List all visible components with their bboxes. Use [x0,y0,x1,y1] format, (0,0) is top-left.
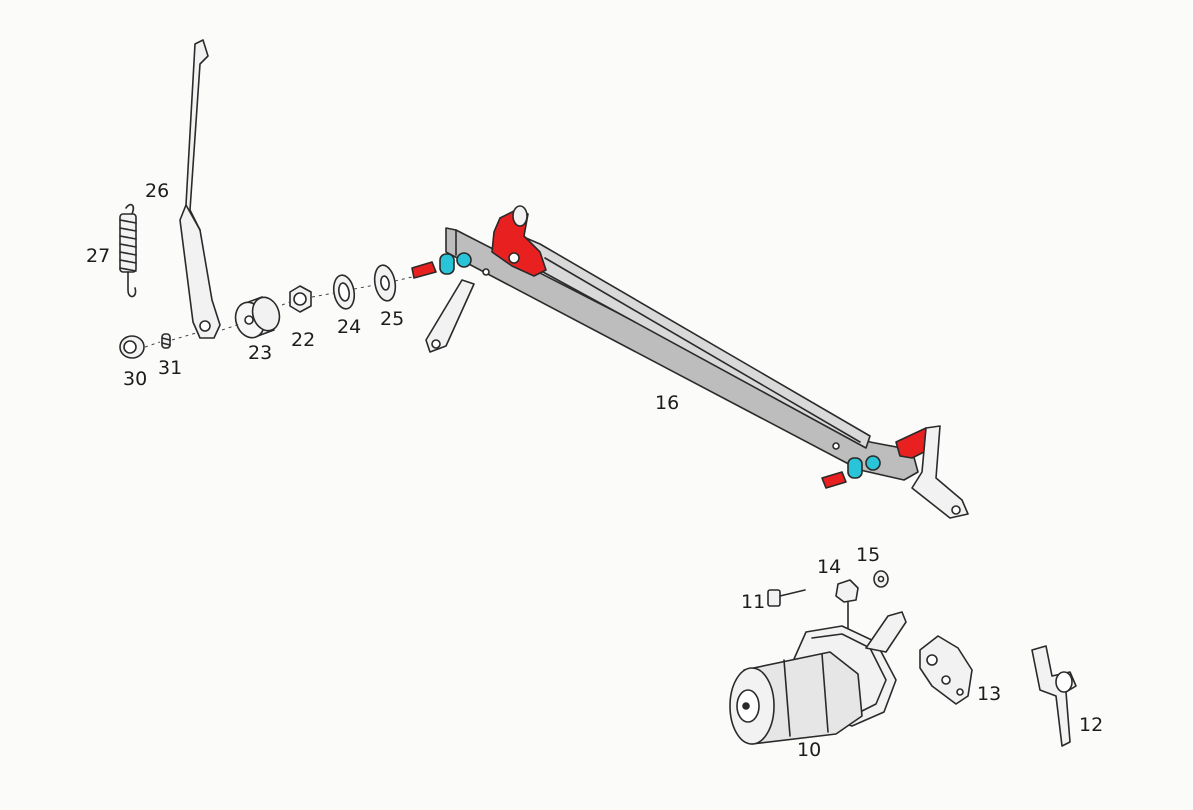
label-14: 14 [817,556,841,578]
label-27: 27 [86,245,110,267]
part-27-spring [119,203,137,298]
part-15-washer [873,570,889,588]
assembly-leader-left [144,276,413,348]
part-14-clip [835,579,859,635]
part-30-cap [119,335,145,359]
label-11: 11 [741,591,765,613]
part-22-nut [289,285,312,313]
part-26-wiper-arm [179,39,221,339]
part-24-washer [332,274,356,310]
label-31: 31 [158,357,182,379]
label-25: 25 [380,308,404,330]
label-30: 30 [123,368,147,390]
part-16-linkage-frame [411,205,969,519]
part-11-nut [767,589,806,607]
label-13: 13 [977,683,1001,705]
label-10: 10 [797,739,821,761]
label-24: 24 [337,316,361,338]
part-25-washer [373,264,397,302]
label-22: 22 [291,329,315,351]
part-13-plate [919,635,973,705]
label-23: 23 [248,342,272,364]
part-10-wiper-motor [729,611,907,745]
label-26: 26 [145,180,169,202]
part-23-bushing [234,296,281,339]
part-12-crank [1031,645,1077,747]
label-16: 16 [655,392,679,414]
label-15: 15 [856,544,880,566]
label-12: 12 [1079,714,1103,736]
part-31-pin [161,333,171,349]
